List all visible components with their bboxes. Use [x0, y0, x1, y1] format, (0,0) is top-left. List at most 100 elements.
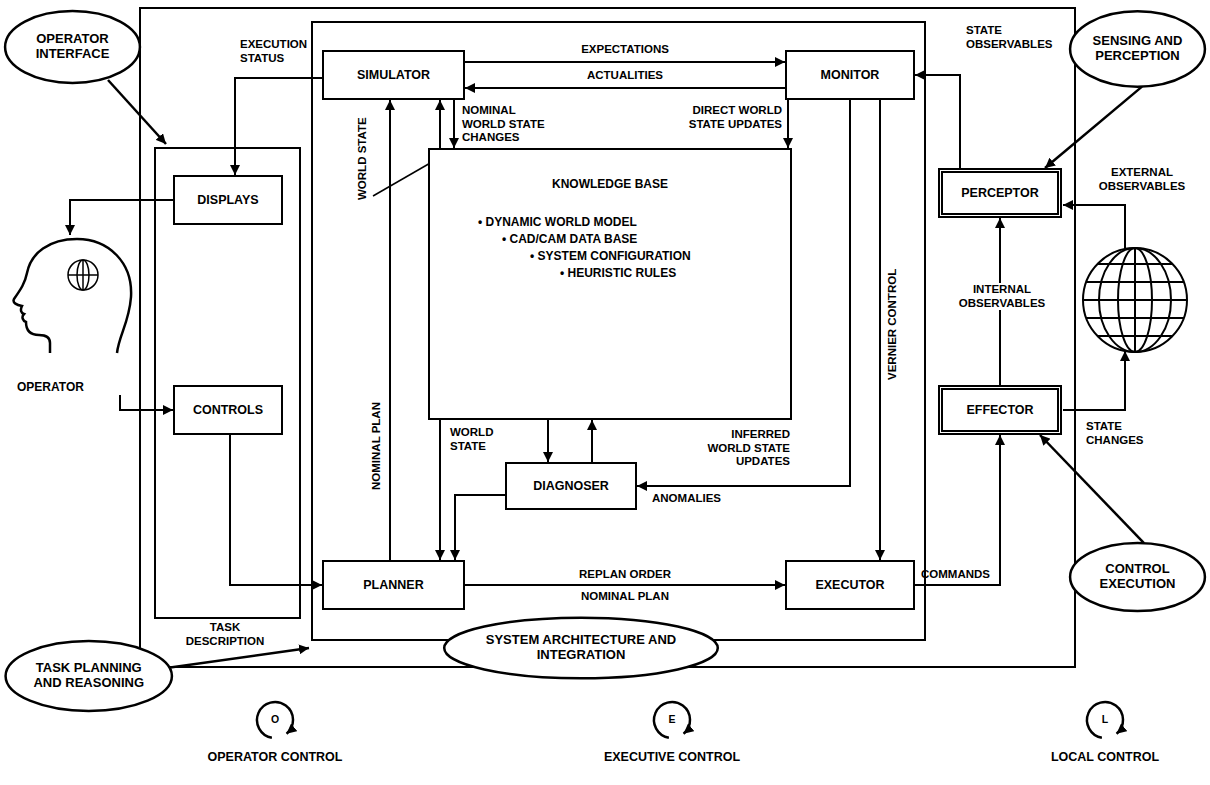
edge-label: DIRECT WORLD STATE UPDATES: [672, 104, 782, 131]
globe-parallel: [1098, 335, 1173, 337]
edge-label: WORLD STATE: [356, 117, 370, 200]
connector-arrow: [230, 435, 322, 585]
globe-parallel: [1083, 299, 1187, 301]
connector-arrow: [915, 75, 960, 168]
node-title: SENSING AND PERCEPTION: [1088, 34, 1188, 64]
connector-arrow: [120, 395, 173, 410]
process-box: EXECUTOR: [785, 560, 915, 610]
brain-globe: [68, 260, 98, 290]
leader-line: [373, 162, 432, 196]
node-title: SIMULATOR: [357, 68, 430, 82]
connector-arrow: [1045, 87, 1142, 168]
annotation-label: STATE CHANGES: [1086, 420, 1156, 447]
callout-ellipse: OPERATOR INTERFACE: [3, 8, 142, 86]
annotation-label: NOMINAL PLAN: [540, 590, 710, 604]
text-holder: PERCEPTOR: [943, 173, 1057, 213]
connector-arrow: [1040, 435, 1144, 543]
edge-label: COMMANDS: [921, 568, 997, 582]
loop-arrow: [1010, 698, 1200, 780]
connector-arrow: [235, 78, 322, 175]
edge-label: EXPECTATIONS: [540, 43, 710, 57]
edge-label: INTERNAL OBSERVABLES: [950, 283, 1054, 310]
node-text: • SYSTEM CONFIGURATION: [530, 250, 691, 264]
process-box: CONTROLS: [173, 385, 283, 435]
connector-arrow: [591, 420, 593, 462]
node-text: • DYNAMIC WORLD MODEL: [478, 216, 637, 230]
text-holder: CONTROL EXECUTION: [1068, 540, 1207, 614]
connector-arrow: [70, 200, 173, 235]
connector-arrow: [465, 87, 785, 89]
node-title: DIAGNOSER: [533, 479, 609, 493]
text-holder: EFFECTOR: [943, 390, 1057, 430]
head-outline: [14, 239, 132, 353]
connector-arrow: [465, 61, 785, 63]
process-box: DIAGNOSER: [505, 462, 637, 510]
node-title: CONTROL EXECUTION: [1088, 562, 1188, 592]
text-holder: OPERATOR: [5, 235, 137, 395]
node-title: E: [582, 713, 762, 725]
node-title: L: [1010, 713, 1200, 725]
ellipse-outline: [6, 641, 172, 711]
control-loop-icon: EEXECUTIVE CONTROL: [582, 698, 762, 780]
text-holder: OPERATOR INTERFACE: [3, 8, 142, 86]
node-title: PLANNER: [363, 578, 423, 592]
node-text: OPERATOR CONTROL: [185, 750, 365, 764]
connector-arrow: [915, 435, 1000, 585]
edge-label: ACTUALITIES: [540, 69, 710, 83]
ellipse-outline: [5, 11, 140, 83]
node-title: DISPLAYS: [197, 193, 258, 207]
node-title: OPERATOR INTERFACE: [23, 32, 123, 62]
edge-label: WORLD STATE: [450, 426, 502, 453]
process-box: SIMULATOR: [322, 50, 465, 100]
edge-label: INFERRED WORLD STATE UPDATES: [690, 428, 790, 469]
node-title: KNOWLEDGE BASE: [430, 178, 790, 192]
connector-arrow: [439, 420, 441, 560]
external-observable-arrow: [1063, 205, 1125, 249]
brain-globe: [82, 260, 84, 290]
process-box: DISPLAYS: [173, 175, 283, 225]
head-drawing: [5, 235, 137, 395]
hardware-box: EFFECTOR: [938, 385, 1062, 435]
text-holder: KNOWLEDGE BASE• DYNAMIC WORLD MODEL• CAD…: [430, 150, 790, 418]
edge-label: VERNIER CONTROL: [886, 269, 900, 380]
node-title: OPERATOR: [17, 381, 84, 395]
ellipse-outline: [1070, 11, 1205, 86]
globe-parallel: [1098, 263, 1173, 265]
ellipse-outline: [444, 618, 718, 679]
control-loop-icon: LLOCAL CONTROL: [1010, 698, 1200, 780]
node-title: MONITOR: [821, 68, 880, 82]
callout-ellipse: SYSTEM ARCHITECTURE AND INTEGRATION: [440, 615, 722, 681]
node-title: SYSTEM ARCHITECTURE AND INTEGRATION: [476, 633, 686, 663]
callout-ellipse: SENSING AND PERCEPTION: [1068, 8, 1207, 90]
node-text: • HEURISTIC RULES: [560, 267, 676, 281]
node-title: TASK PLANNING AND REASONING: [26, 661, 152, 691]
edge-label: ANOMALIES: [652, 492, 742, 506]
edge-label: NOMINAL PLAN: [370, 402, 384, 490]
text-holder: O OPERATOR CONTROL: [185, 698, 365, 780]
globe-parallel: [1086, 281, 1184, 283]
text-holder: PLANNER: [324, 562, 463, 608]
edge-label: REPLAN ORDER: [540, 568, 710, 582]
inner-frame: [312, 22, 925, 640]
operator-figure: OPERATOR: [5, 235, 137, 395]
node-title: PERCEPTOR: [961, 186, 1039, 200]
node-title: EFFECTOR: [966, 403, 1033, 417]
annotation-label: EXTERNAL OBSERVABLES: [1082, 166, 1202, 193]
node-title: O: [185, 713, 365, 725]
text-holder: CONTROLS: [175, 387, 281, 433]
callout-ellipse: CONTROL EXECUTION: [1068, 540, 1207, 614]
callout-arrow: [108, 80, 166, 144]
connector-arrow: [439, 100, 441, 148]
text-holder: EEXECUTIVE CONTROL: [582, 698, 762, 780]
text-holder: EXECUTOR: [787, 562, 913, 608]
edge-label: TASK DESCRIPTION: [175, 621, 275, 648]
connector-arrow: [389, 100, 391, 560]
text-holder: SENSING AND PERCEPTION: [1068, 8, 1207, 90]
loop-arrow: [582, 698, 762, 780]
loop-arrow: [185, 698, 365, 780]
edge-label: NOMINAL WORLD STATE CHANGES: [462, 104, 554, 145]
edge-label: STATE OBSERVABLES: [966, 24, 1066, 51]
